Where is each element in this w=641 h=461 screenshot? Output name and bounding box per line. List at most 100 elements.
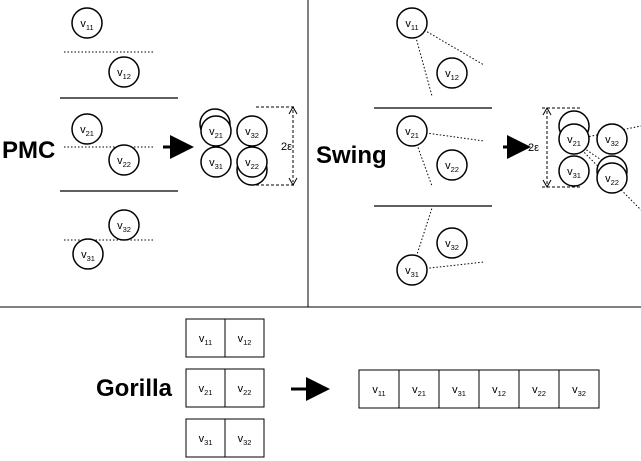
swing-result-node-label: v31 <box>567 166 581 180</box>
pmc-result-node-circle <box>200 146 232 178</box>
gorilla-result-label-base: v <box>572 384 578 396</box>
swing-node-label: v22 <box>445 160 459 174</box>
pmc-result-node-label-subscript: 31 <box>215 162 223 171</box>
pmc-node-label-subscript: 11 <box>86 23 94 32</box>
pmc-node-label-base: v <box>81 249 87 261</box>
gorilla-result-label-subscript: 11 <box>378 389 386 398</box>
pmc-node-label: v22 <box>117 155 131 169</box>
swing-title: Swing <box>316 142 387 169</box>
gorilla-grid-label: v11 <box>199 333 212 347</box>
swing-node-label: v32 <box>445 238 459 252</box>
swing-result-node-circle <box>596 123 628 155</box>
pmc-node-label-subscript: 22 <box>123 160 131 169</box>
pmc-node-label-base: v <box>80 18 86 30</box>
swing-eps-label: 2ε <box>528 142 539 154</box>
gorilla-grid-label-base: v <box>238 383 244 395</box>
gorilla-result-label-subscript: 31 <box>458 389 466 398</box>
pmc-result-node-label: v31 <box>209 157 223 171</box>
pmc-node-label-base: v <box>117 67 123 79</box>
gorilla-grid-label-subscript: 22 <box>243 388 251 397</box>
swing-node-circle <box>436 149 468 181</box>
gorilla-grid-label-subscript: 12 <box>243 338 251 347</box>
gorilla-result-label-subscript: 22 <box>538 389 546 398</box>
pmc-node-label-subscript: 32 <box>123 225 131 234</box>
swing-dotted-ray <box>411 130 433 187</box>
gorilla-title: Gorilla <box>96 375 173 402</box>
gorilla-grid-label-base: v <box>199 333 205 345</box>
pmc-node-label-subscript: 12 <box>123 72 131 81</box>
gorilla-result-label-base: v <box>412 384 418 396</box>
pmc-eps-arrowhead-up <box>288 105 298 115</box>
swing-result-node-label-base: v <box>567 166 573 178</box>
swing-eps-arrowhead-down <box>542 179 552 189</box>
gorilla-grid-label: v31 <box>199 433 213 447</box>
swing-node-label-subscript: 21 <box>411 131 419 140</box>
swing-result-node-label-base: v <box>605 173 611 185</box>
gorilla-grid-label-subscript: 31 <box>204 438 212 447</box>
swing-node-label-base: v <box>445 238 451 250</box>
swing-result-node-label-subscript: 31 <box>573 171 581 180</box>
swing-result-node-label-subscript: 21 <box>573 139 581 148</box>
swing-node-label-base: v <box>405 265 411 277</box>
gorilla-result-label-subscript: 21 <box>418 389 426 398</box>
swing-node-circle <box>396 115 428 147</box>
pmc-eps-arrowhead-down <box>288 177 298 187</box>
swing-result-node-circle <box>558 155 590 187</box>
gorilla-result-cell <box>558 369 600 409</box>
swing-result-node-label-subscript: 22 <box>611 178 619 187</box>
swing-node-label-subscript: 32 <box>451 243 459 252</box>
pmc-result-node-label: v21 <box>209 126 223 140</box>
gorilla-grid-label-subscript: 21 <box>204 388 212 397</box>
swing-node-label: v11 <box>405 18 418 32</box>
gorilla-grid-label-base: v <box>238 433 244 445</box>
pmc-title: PMC <box>2 137 55 164</box>
swing-node-label-base: v <box>405 18 411 30</box>
pmc-result-node-label-subscript: 32 <box>251 131 259 140</box>
swing-result-node-label-base: v <box>567 134 573 146</box>
swing-eps-arrowhead-up <box>542 106 552 116</box>
gorilla-grid-label-base: v <box>238 333 244 345</box>
swing-result-node-label-subscript: 32 <box>611 139 619 148</box>
gorilla-result-label-subscript: 12 <box>498 389 506 398</box>
pmc-result-node-label-base: v <box>245 157 251 169</box>
pmc-node-circle <box>71 7 103 39</box>
gorilla-grid-cell <box>224 368 265 408</box>
pmc-node-circle <box>108 144 140 176</box>
pmc-node-circle <box>72 238 104 270</box>
pmc-result-node-label-base: v <box>245 126 251 138</box>
pmc-node-circle <box>108 209 140 241</box>
pmc-result-node-label-subscript: 22 <box>251 162 259 171</box>
gorilla-result-cell <box>518 369 560 409</box>
gorilla-result-label: v32 <box>572 384 586 398</box>
pmc-result-node-circle <box>200 115 232 147</box>
swing-node-label: v21 <box>405 126 419 140</box>
pmc-node-label: v31 <box>81 249 95 263</box>
gorilla-result-label-base: v <box>452 384 458 396</box>
swing-dotted-ray <box>411 261 485 271</box>
gorilla-result-cell <box>478 369 520 409</box>
gorilla-grid-cell <box>185 318 226 358</box>
pmc-result-node-label: v32 <box>245 126 259 140</box>
gorilla-grid-label: v12 <box>238 333 252 347</box>
swing-dotted-ray <box>411 22 433 97</box>
pmc-node-label: v21 <box>80 124 94 138</box>
gorilla-result-label: v12 <box>492 384 506 398</box>
swing-node-label-subscript: 31 <box>411 270 419 279</box>
pmc-node-circle <box>108 56 140 88</box>
pmc-node-label-subscript: 21 <box>86 129 94 138</box>
pmc-eps-label: 2ε <box>281 141 292 153</box>
swing-node-label-base: v <box>445 160 451 172</box>
gorilla-grid-label-subscript: 32 <box>243 438 251 447</box>
pmc-result-node-label: v22 <box>245 157 259 171</box>
pmc-node-label-base: v <box>117 155 123 167</box>
gorilla-grid-cell <box>185 368 226 408</box>
swing-node-label: v12 <box>445 68 459 82</box>
swing-node-label: v31 <box>405 265 419 279</box>
swing-result-node-label: v22 <box>605 173 619 187</box>
gorilla-result-label-base: v <box>532 384 538 396</box>
